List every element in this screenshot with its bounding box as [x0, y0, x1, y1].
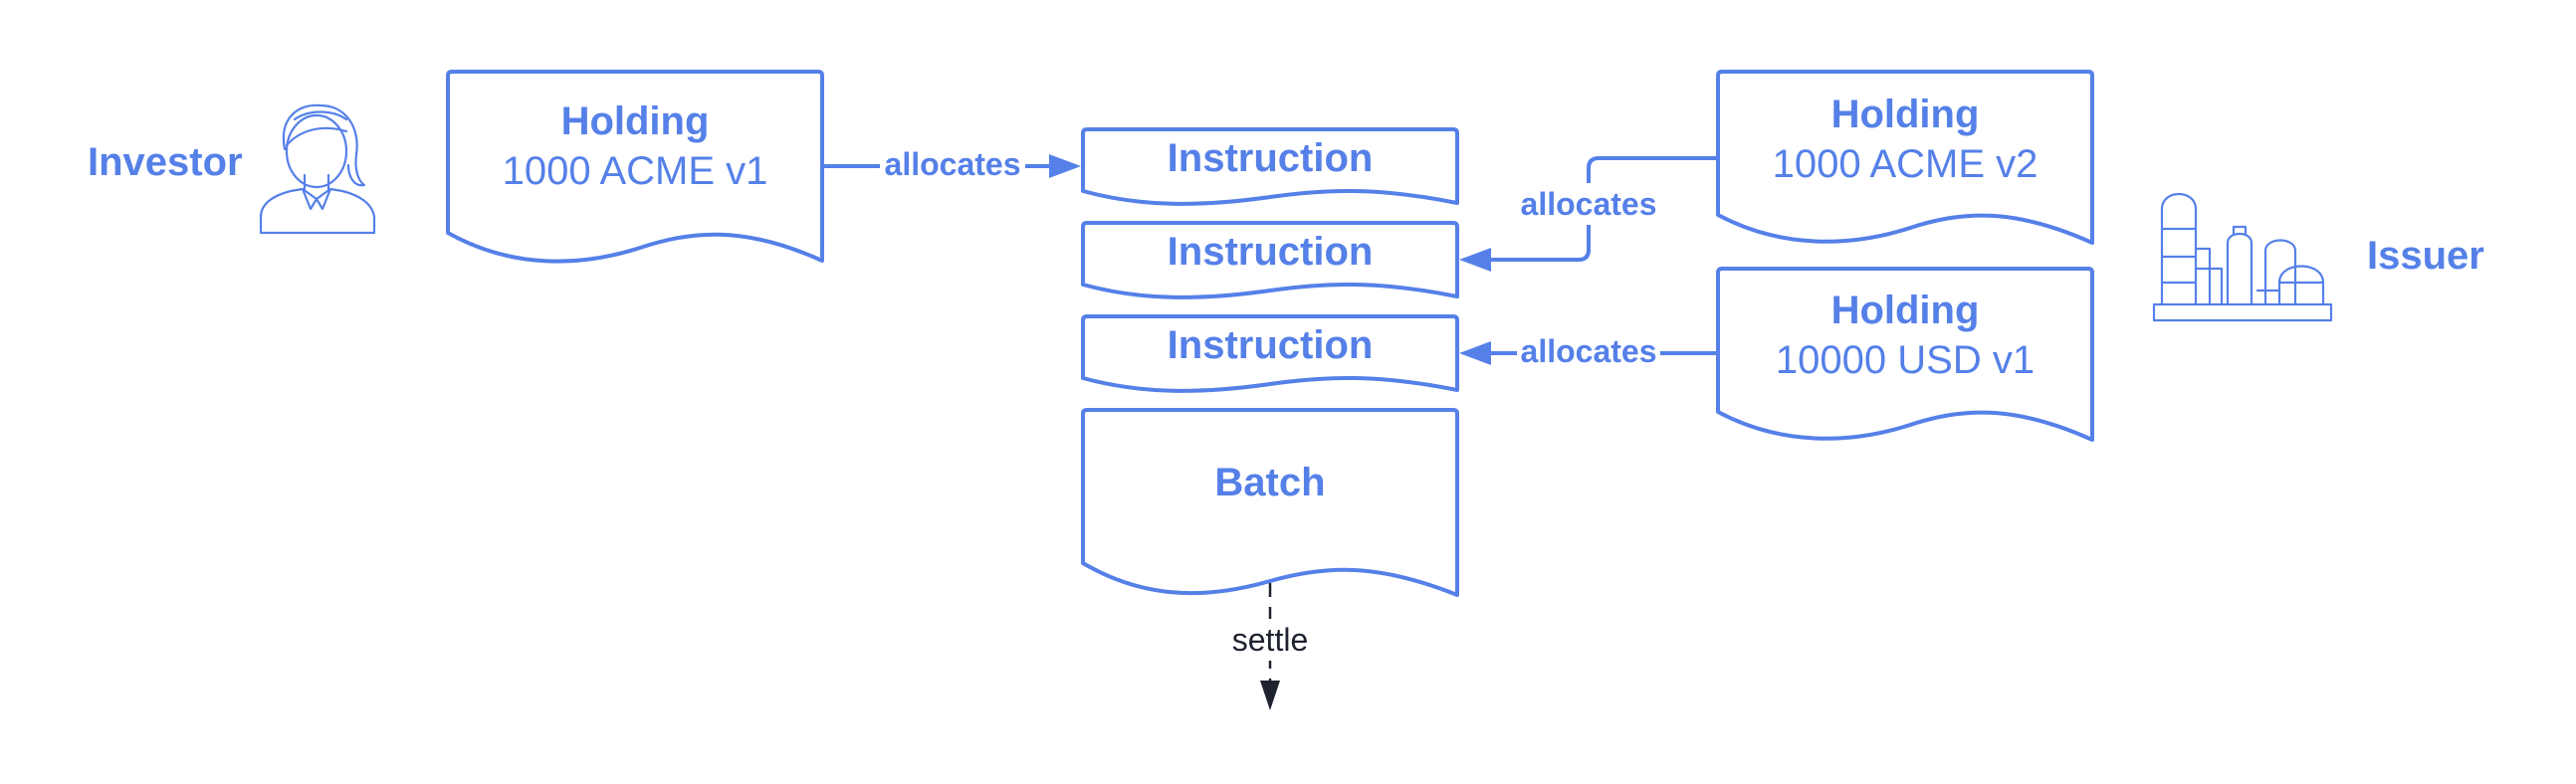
investor-person-icon — [259, 103, 376, 235]
instruction-1: Instruction — [1081, 127, 1459, 206]
edge-label: allocates — [885, 146, 1021, 182]
instruction-3: Instruction — [1081, 314, 1459, 393]
allocates-edge-1: allocates — [820, 144, 1081, 186]
instruction-2: Instruction — [1081, 221, 1459, 299]
holding-title: Holding — [561, 99, 710, 143]
holding-value: 10000 USD v1 — [1776, 338, 2035, 382]
instruction-label: Instruction — [1168, 230, 1374, 274]
settle-edge: settle — [1222, 583, 1318, 710]
edge-label: allocates — [1521, 333, 1657, 369]
holding-title: Holding — [1831, 289, 1980, 332]
holding-1000-acme-v1: Holding 1000 ACME v1 — [446, 70, 824, 264]
batch-label: Batch — [1214, 461, 1325, 504]
holding-value: 1000 ACME v1 — [503, 149, 768, 193]
allocates-edge-3: allocates — [1459, 331, 1720, 373]
holding-title: Holding — [1831, 93, 1980, 136]
holding-10000-usd-v1: Holding 10000 USD v1 — [1716, 267, 2094, 442]
edge-label: allocates — [1521, 186, 1657, 222]
issuer-label: Issuer — [2367, 234, 2484, 278]
allocates-edge-2: allocates — [1459, 156, 1720, 272]
issuer-factory-icon — [2152, 193, 2333, 322]
holding-value: 1000 ACME v2 — [1773, 142, 2039, 186]
settle-label: settle — [1232, 622, 1308, 658]
instruction-label: Instruction — [1168, 323, 1374, 367]
holding-1000-acme-v2: Holding 1000 ACME v2 — [1716, 70, 2094, 245]
investor-label: Investor — [88, 140, 243, 184]
instruction-label: Instruction — [1168, 136, 1374, 180]
batch: Batch — [1081, 408, 1459, 597]
